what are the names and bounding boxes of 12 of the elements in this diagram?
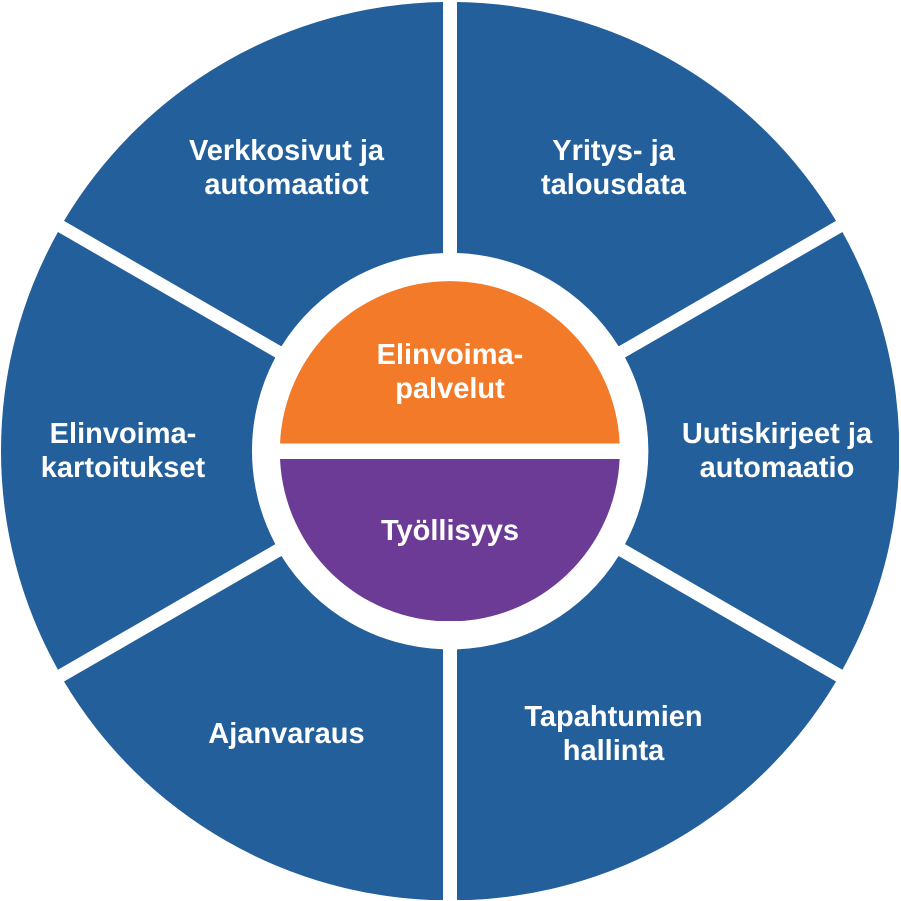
wheel-segment: [456, 556, 836, 900]
segment-label: Tapahtumien hallinta: [524, 701, 703, 768]
wheel-segment: [1, 232, 276, 670]
segment-label: Yritys- ja talousdata: [540, 134, 686, 201]
segment-label: Elinvoima-kartoitukset: [40, 418, 206, 484]
wheel-segment: [64, 556, 444, 900]
segment-label: Elinvoima-palvelut: [376, 339, 524, 405]
segment-label: Ajanvaraus: [208, 718, 365, 750]
wheel-segment: [624, 232, 899, 670]
segment-label: Verkkosivut ja automaatiot: [188, 134, 384, 201]
segment-label: Työllisyys: [380, 515, 520, 547]
segment-label: Uutiskirjeet ja automaatio: [682, 418, 872, 484]
